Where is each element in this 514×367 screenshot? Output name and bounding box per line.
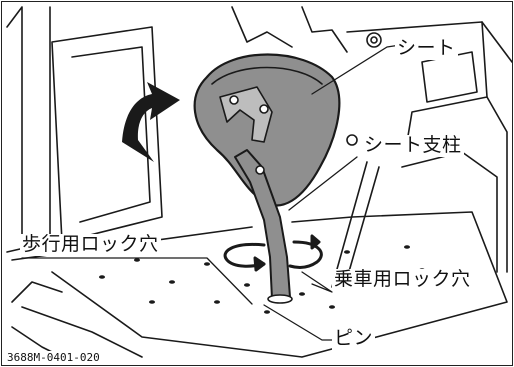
label-walk-lock-hole: 歩行用ロック穴 <box>20 233 161 256</box>
machine-frame-left <box>6 6 73 253</box>
rotation-arrow-left <box>223 242 266 268</box>
leader-pin <box>263 304 333 341</box>
seat-tilt-arrow <box>122 82 180 162</box>
floor-holes <box>99 245 425 314</box>
machine-right-wall <box>481 21 512 273</box>
label-seat: シート <box>395 37 458 60</box>
leader-ride-lock <box>301 271 333 293</box>
machine-right-step <box>401 151 498 273</box>
label-ride-lock-hole: 乗車用ロック穴 <box>332 268 473 291</box>
pin-base <box>267 294 293 304</box>
machine-top-bracket <box>231 6 348 53</box>
figure-code: 3688M-0401-020 <box>4 351 103 364</box>
leader-seat-post <box>288 156 358 211</box>
seat-cushion-edge <box>211 66 323 85</box>
label-pin: ピン <box>332 327 376 350</box>
label-seat-post: シート支柱 <box>362 134 464 157</box>
floor-plate-front-edge <box>21 306 143 358</box>
leader-walk-lock <box>21 257 253 305</box>
shift-lever <box>331 161 380 290</box>
machine-panel-inner <box>71 46 151 223</box>
machine-panel-left <box>51 26 163 243</box>
